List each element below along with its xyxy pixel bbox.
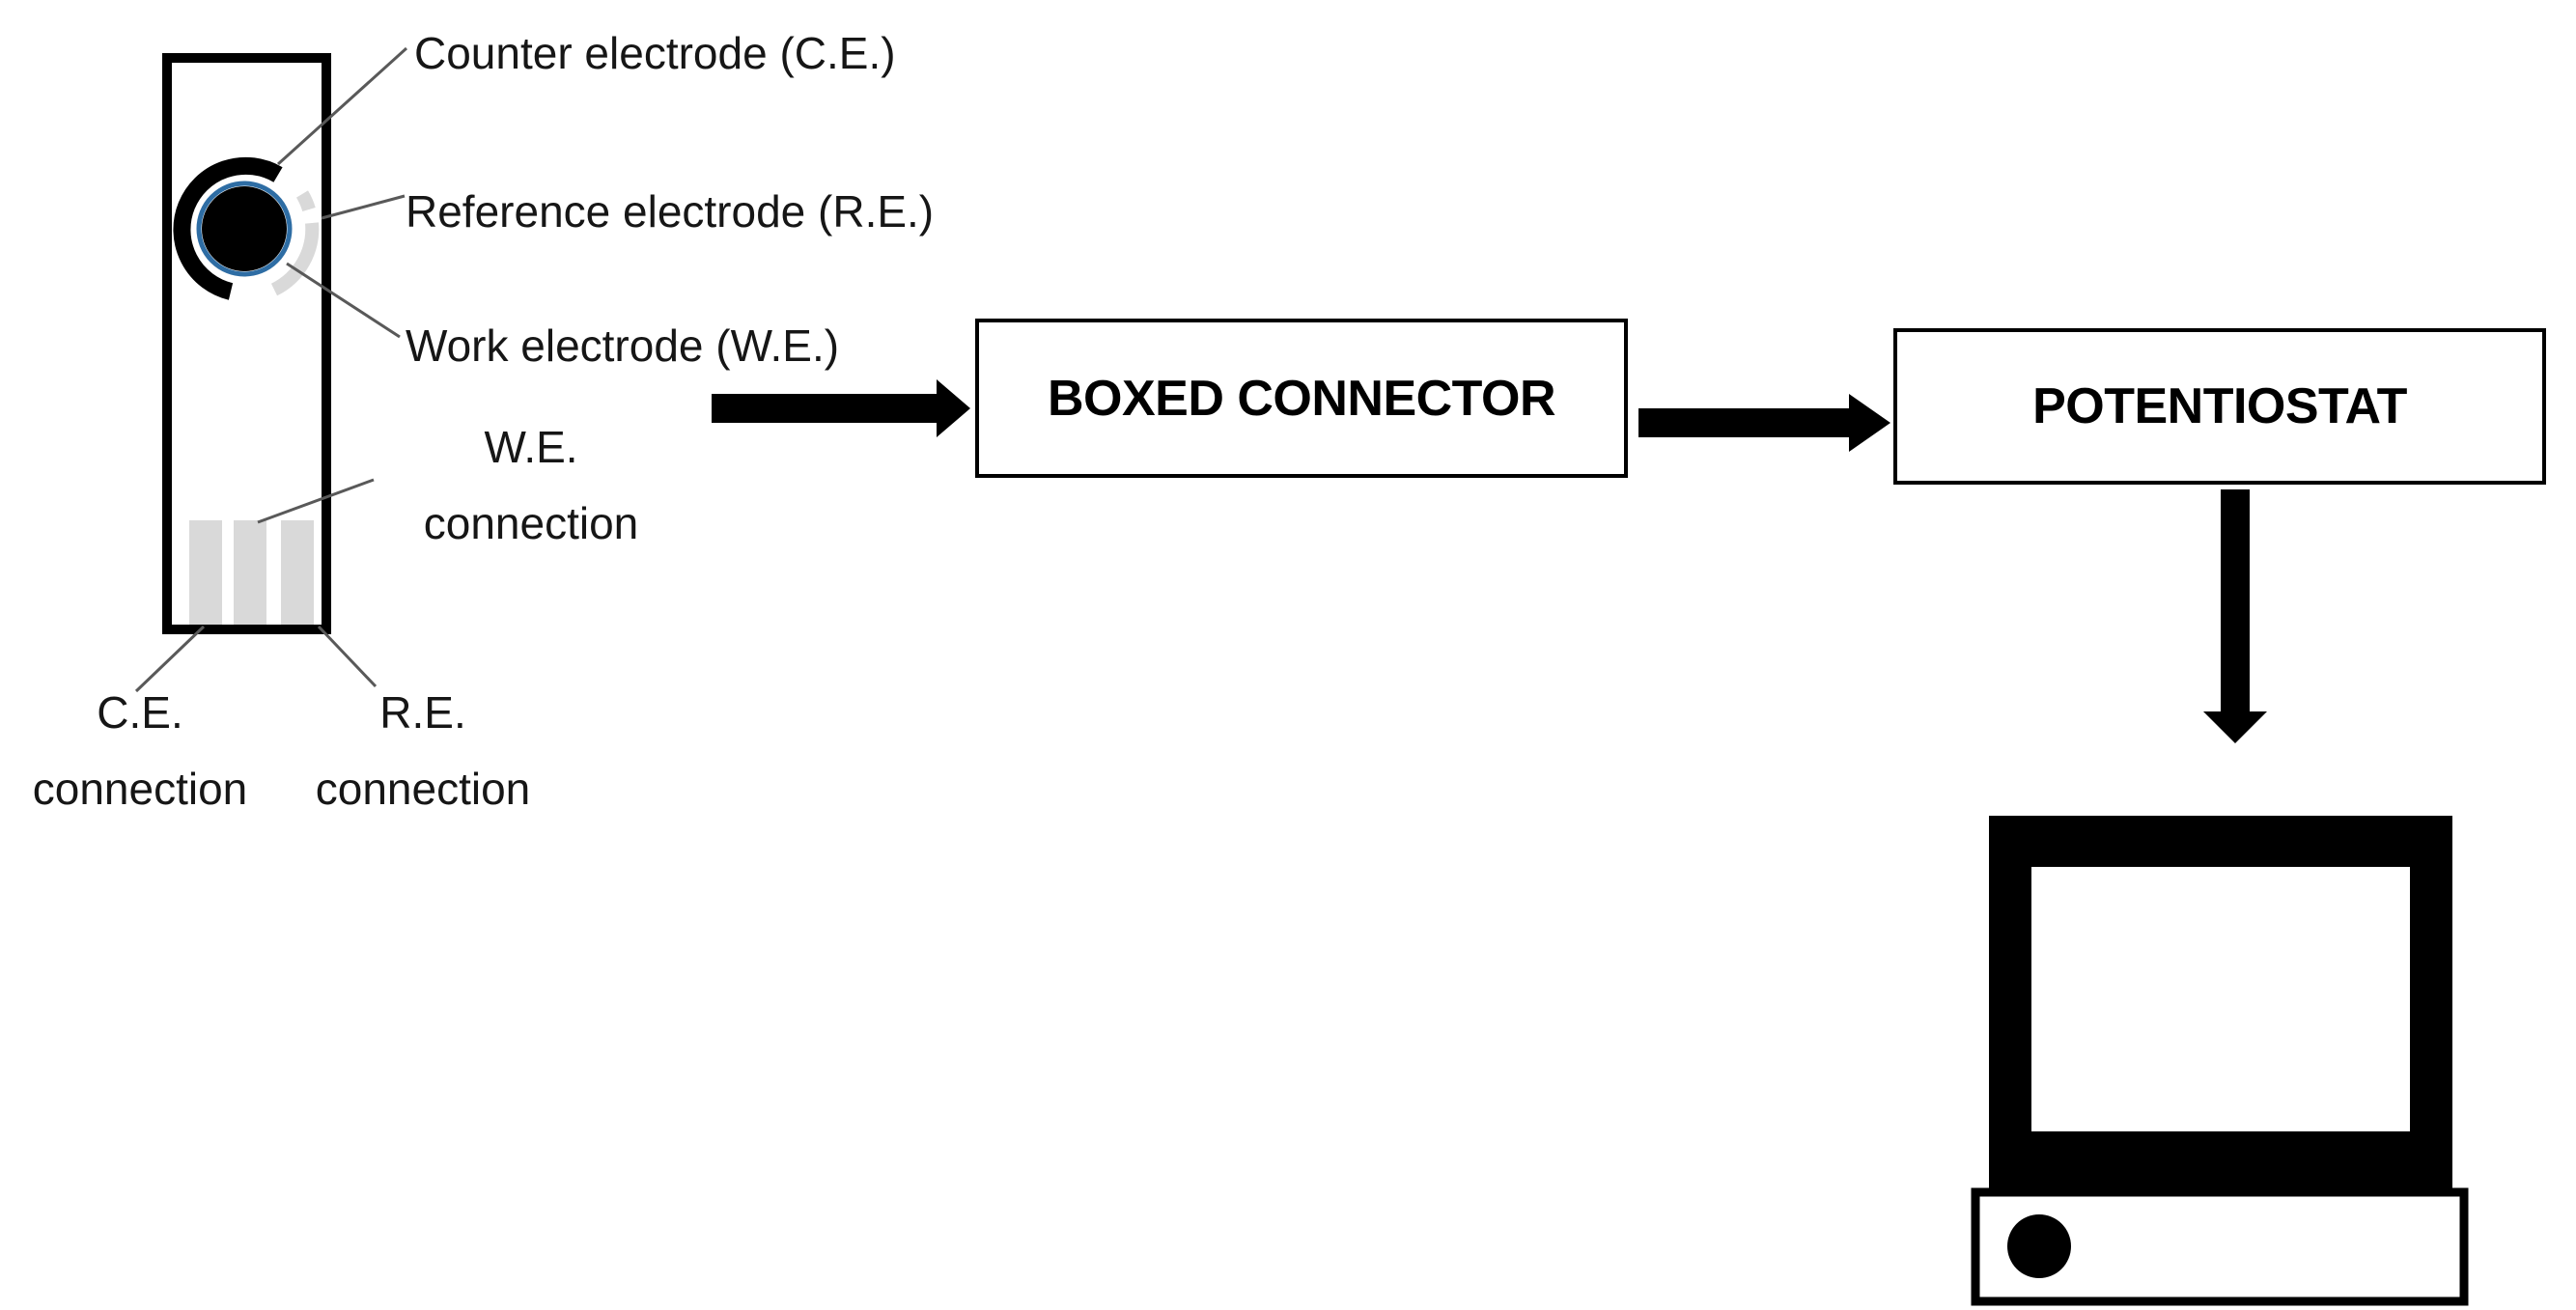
arrow-strip-to-connector-icon	[712, 379, 970, 437]
re-connection-label-line2: connection	[315, 764, 531, 814]
potentiostat-label: POTENTIOSTAT	[2032, 378, 2407, 434]
ce-connection-label-line2: connection	[32, 764, 248, 814]
re-connection-pad	[281, 520, 314, 625]
counter-electrode-label: Counter electrode (C.E.)	[414, 28, 896, 78]
work-electrode-disc	[202, 186, 287, 271]
reference-electrode-leader-line	[321, 194, 406, 220]
re-connection-label-line1: R.E.	[379, 687, 466, 738]
computer-monitor-screen	[2031, 867, 2410, 1131]
potentiostat-box: POTENTIOSTAT	[1893, 328, 2546, 485]
work-electrode-leader-line	[286, 262, 401, 339]
re-connection-leader-line	[317, 625, 378, 688]
we-connection-pad	[234, 520, 266, 625]
we-connection-leader-line	[257, 478, 375, 524]
ce-connection-label: C.E. connection	[0, 675, 285, 827]
we-connection-label: W.E. connection	[377, 409, 686, 562]
reference-electrode-arc-upper	[295, 190, 316, 212]
ce-connection-pad	[189, 520, 222, 625]
work-electrode-ring	[196, 181, 293, 277]
counter-electrode-leader-line	[276, 46, 408, 166]
boxed-connector-label: BOXED CONNECTOR	[1047, 370, 1556, 427]
reference-electrode-label: Reference electrode (R.E.)	[406, 186, 935, 237]
computer-power-button-icon	[2007, 1214, 2071, 1278]
we-connection-label-line1: W.E.	[484, 422, 578, 472]
re-connection-label: R.E. connection	[278, 675, 568, 827]
counter-electrode-arc	[173, 156, 283, 300]
ce-connection-leader-line	[134, 625, 206, 693]
ce-connection-label-line1: C.E.	[97, 687, 183, 738]
reference-electrode-arc-lower	[270, 222, 320, 296]
arrow-connector-to-potentiostat-icon	[1638, 394, 1890, 452]
we-connection-label-line2: connection	[423, 498, 639, 548]
arrow-potentiostat-to-computer-icon	[2203, 489, 2267, 743]
boxed-connector-box: BOXED CONNECTOR	[975, 319, 1628, 478]
work-electrode-label: Work electrode (W.E.)	[406, 321, 840, 371]
